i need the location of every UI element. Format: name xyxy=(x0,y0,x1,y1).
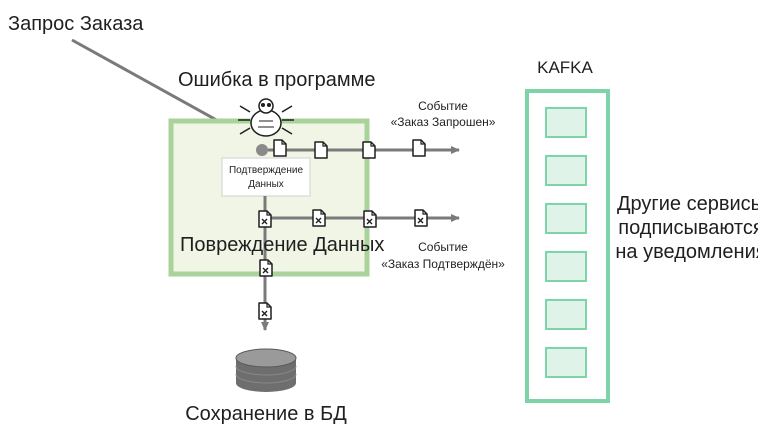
kafka-message-slot xyxy=(545,107,587,138)
document-icon xyxy=(273,139,287,157)
kafka-label: KAFKA xyxy=(537,58,593,77)
corrupted-document-icon xyxy=(258,302,272,320)
kafka-message-slot xyxy=(545,347,587,378)
kafka-message-slot xyxy=(545,203,587,234)
document-icon xyxy=(362,141,376,159)
confirmation-label-line1: Подтверждение xyxy=(229,165,303,176)
corrupted-document-icon xyxy=(258,210,272,228)
event1-label-line1: Событие xyxy=(418,99,468,113)
order-request-label: Запрос Заказа xyxy=(8,13,144,35)
document-icon xyxy=(314,141,328,159)
kafka-message-slot xyxy=(545,299,587,330)
other-services-line2: подписываются xyxy=(618,217,758,239)
bug-icon xyxy=(238,98,294,137)
confirmation-box xyxy=(221,157,311,197)
kafka-message-slot xyxy=(545,155,587,186)
event2-label-line2: «Заказ Подтверждён» xyxy=(381,257,505,271)
program-error-label: Ошибка в программе xyxy=(178,69,376,91)
event2-label-line1: Событие xyxy=(418,240,468,254)
other-services-line3: на уведомления xyxy=(615,241,758,263)
event1-label-line2: «Заказ Запрошен» xyxy=(391,115,496,129)
entry-dot xyxy=(256,144,268,156)
kafka-message-slot xyxy=(545,251,587,282)
corrupted-document-icon xyxy=(259,259,273,277)
corrupted-document-icon xyxy=(414,209,428,227)
data-corruption-label: Повреждение Данных xyxy=(180,234,384,256)
corrupted-document-icon xyxy=(312,209,326,227)
confirmation-label-line2: Данных xyxy=(248,179,284,190)
kafka-slots xyxy=(545,107,587,378)
database-icon xyxy=(235,348,297,392)
document-icon xyxy=(412,139,426,157)
save-db-label: Сохранение в БД xyxy=(185,403,347,425)
corrupted-document-icon xyxy=(363,210,377,228)
other-services-line1: Другие сервисы xyxy=(617,193,758,215)
